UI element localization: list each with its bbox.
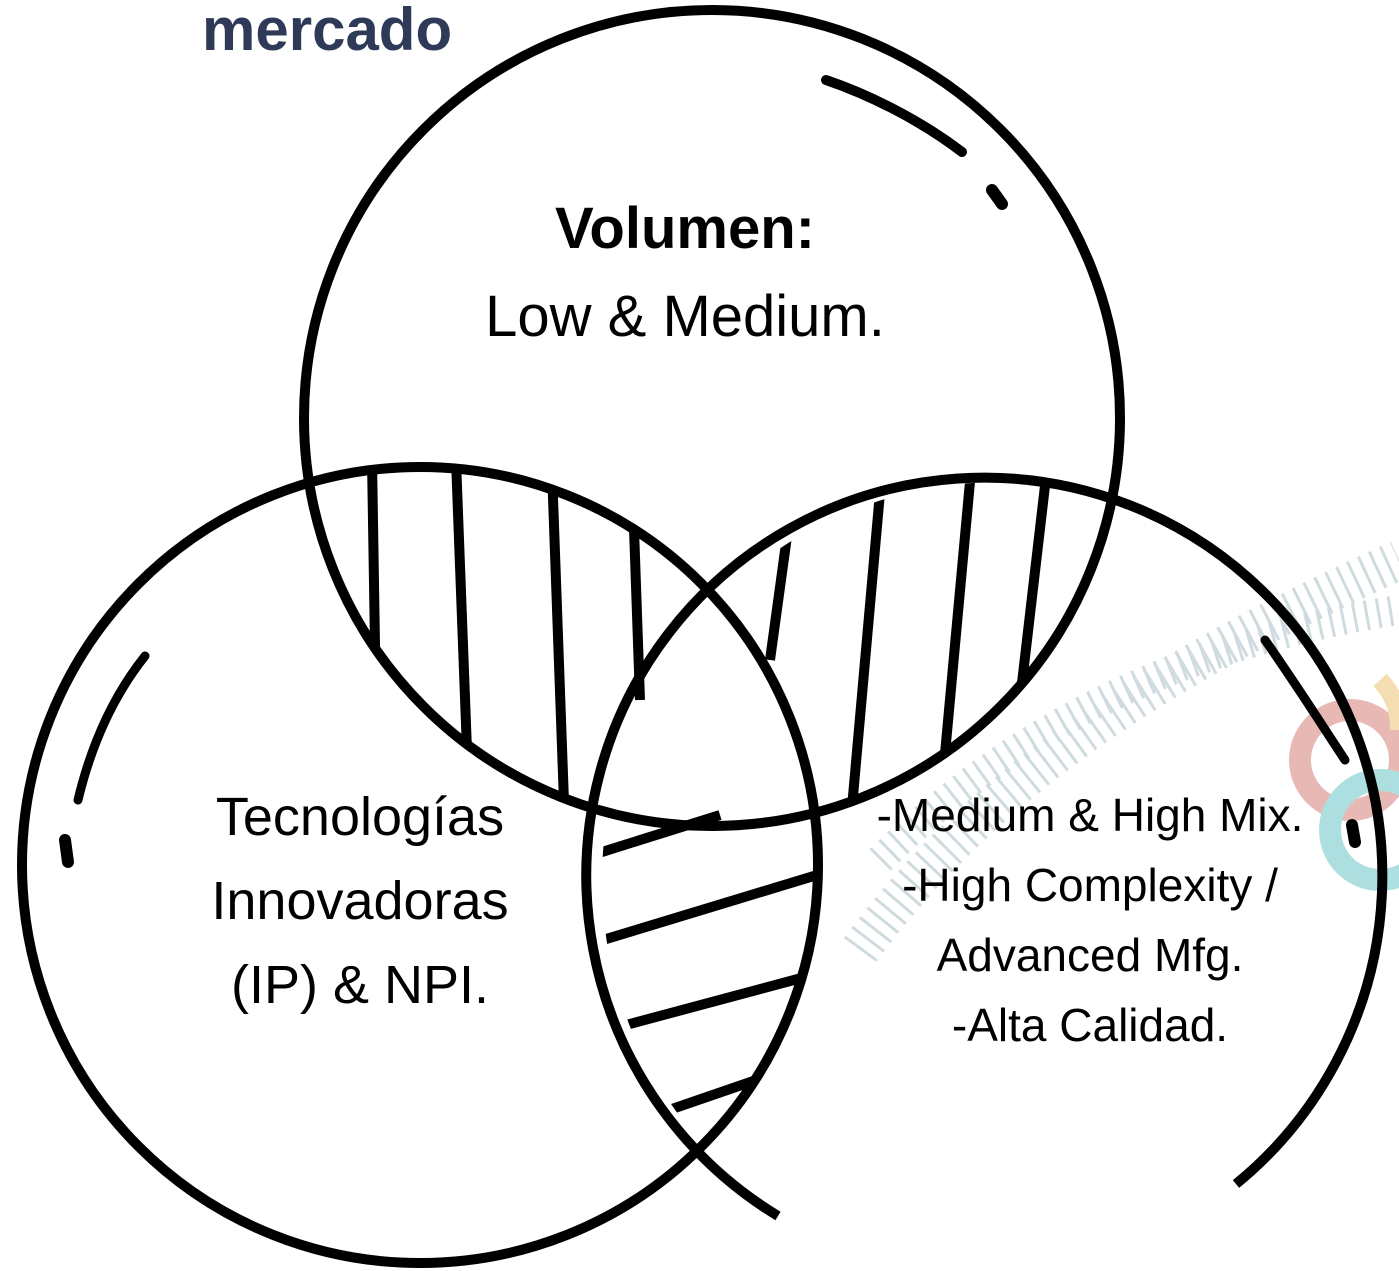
- volume-heading: Volumen:: [555, 196, 815, 261]
- top-circle-label: Volumen: Low & Medium.: [420, 185, 950, 361]
- left-circle-label: Tecnologías Innovadoras (IP) & NPI.: [160, 775, 560, 1027]
- right-circle-label: -Medium & High Mix. -High Complexity / A…: [850, 780, 1330, 1060]
- left-line-1: Tecnologías: [215, 787, 505, 847]
- sketch-highlights: [59, 75, 1361, 868]
- page-title: mercado: [202, 0, 453, 63]
- right-line-4: -Alta Calidad.: [951, 999, 1229, 1051]
- left-line-3: (IP) & NPI.: [230, 955, 490, 1015]
- right-line-3: Advanced Mfg.: [936, 929, 1244, 981]
- circle-left: [17, 462, 823, 1268]
- circle-top: [299, 5, 1125, 831]
- left-line-2: Innovadoras: [211, 871, 509, 931]
- volume-text: Low & Medium.: [485, 284, 885, 349]
- circle-right: [581, 472, 1388, 1221]
- right-line-1: -Medium & High Mix.: [876, 789, 1304, 841]
- right-line-2: -High Complexity /: [902, 859, 1278, 911]
